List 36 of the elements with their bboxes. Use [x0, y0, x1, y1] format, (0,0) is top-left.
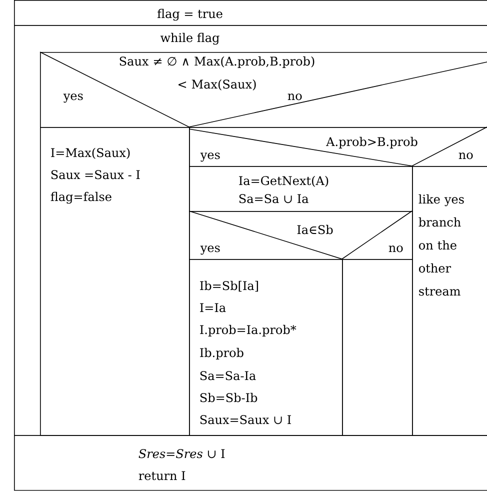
- statement-text: Ia=GetNext(A): [239, 176, 328, 187]
- statement-text: Ib=Sb[Ia]: [200, 280, 258, 292]
- statement-text: flag=false: [50, 192, 112, 204]
- statement-box: [412, 166, 487, 436]
- statement-text: flag = true: [157, 8, 222, 21]
- condition-text: Saux ≠ ∅ ∧ Max(A.prob,B.prob) < Max(Saux): [120, 56, 314, 90]
- statement-text: return I: [138, 471, 186, 480]
- decision-box: [40, 52, 487, 128]
- statement-text: I=Max(Saux): [51, 148, 130, 159]
- loop-box: [14, 25, 487, 436]
- decision-box: [188, 126, 487, 167]
- statement-box: [14, 0, 487, 26]
- branch-label: yes: [200, 246, 220, 255]
- decision-box: [188, 210, 413, 260]
- branch-label: no: [388, 246, 403, 252]
- branch-label: no: [458, 152, 473, 160]
- statement-box: [189, 166, 413, 212]
- loop-heading: while flag: [160, 32, 220, 45]
- statement-box: [14, 435, 487, 491]
- statement-text: Sres=Sres ∪ I: [138, 449, 225, 458]
- branch-label: no: [288, 94, 302, 100]
- statement-text: I.prob=Ia.prob* Ib.prob: [200, 324, 296, 360]
- statement-text: I=Ia: [200, 303, 226, 312]
- note-text: like yes branch on the other stream: [418, 194, 464, 296]
- condition-text: Ia∈Sb: [297, 224, 333, 234]
- statement-text: Sa=Sa ∪ Ia: [239, 194, 308, 204]
- condition-text: A.prob>B.prob: [326, 136, 418, 148]
- empty-box: [342, 259, 413, 436]
- statement-text: Sa=Sa-Ia: [200, 371, 256, 380]
- branch-label: yes: [200, 152, 220, 162]
- statement-box: [40, 127, 190, 436]
- statement-box: [189, 259, 343, 436]
- statement-text: Sb=Sb-Ib: [200, 392, 258, 402]
- statement-text: Saux =Saux - I: [51, 170, 140, 180]
- branch-label: yes: [63, 94, 83, 103]
- statement-text: Saux=Saux ∪ I: [200, 415, 291, 424]
